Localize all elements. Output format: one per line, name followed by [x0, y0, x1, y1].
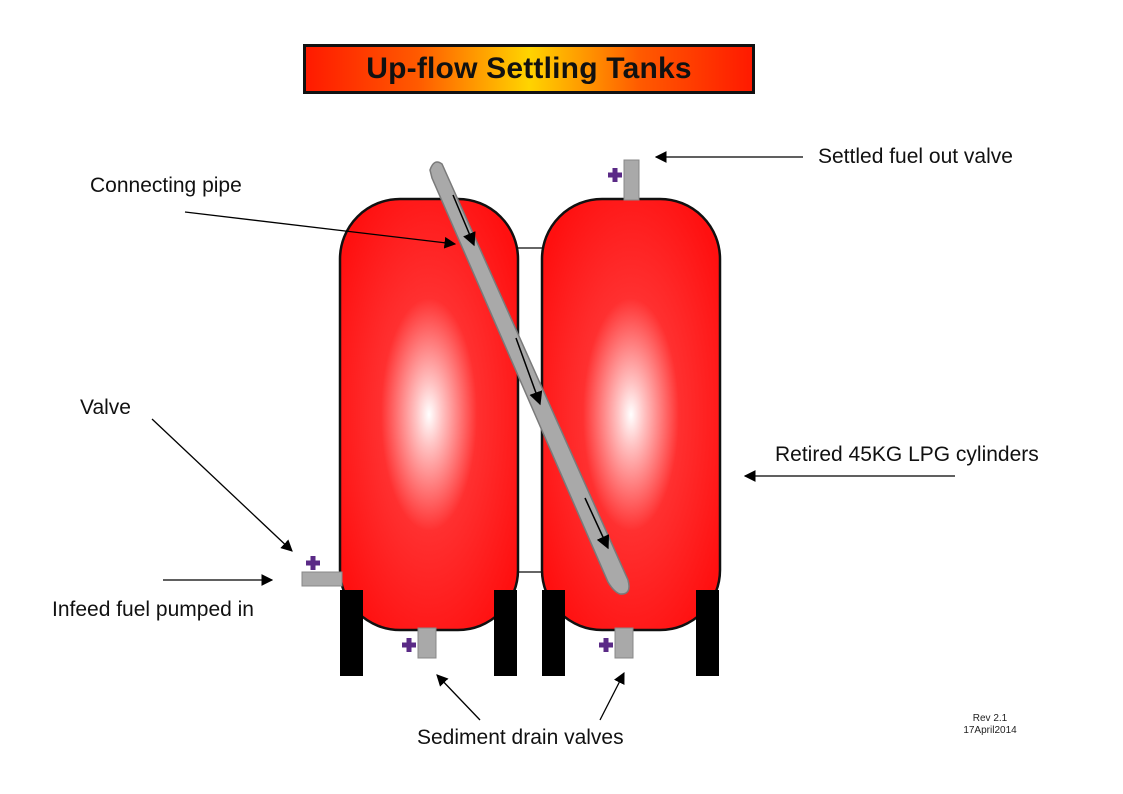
sediment-drain-valve-right — [614, 627, 634, 659]
label-valve: Valve — [80, 396, 131, 419]
right-tank-leg-right — [696, 590, 719, 676]
label-connecting-pipe: Connecting pipe — [90, 174, 242, 197]
sediment-drain-valve-left — [417, 627, 437, 659]
infeed-valve-handle-icon — [306, 556, 320, 570]
pipe-flow-arrow-3 — [584, 497, 610, 550]
label-sediment-drain-valves: Sediment drain valves — [417, 726, 624, 749]
left-tank-leg-right — [494, 590, 517, 676]
connecting-pipe — [429, 161, 630, 595]
label-settled-fuel-out-valve: Settled fuel out valve — [818, 145, 1013, 168]
sediment-arrow-left — [436, 674, 481, 721]
revision-number: Rev 2.1 — [972, 713, 1008, 724]
pipe-flow-arrow-2 — [515, 337, 543, 406]
settled-fuel-out-valve — [623, 159, 640, 201]
infeed-valve-pipe — [301, 571, 343, 587]
pipe-flow-arrow-1 — [452, 194, 476, 247]
valve-arrow — [151, 418, 293, 552]
right-tank — [540, 197, 722, 632]
left-tank — [338, 197, 520, 632]
settled-valve-handle-icon — [608, 168, 622, 182]
label-infeed-fuel: Infeed fuel pumped in — [52, 598, 254, 621]
left-tank-leg-left — [340, 590, 363, 676]
page-title: Up-flow Settling Tanks — [366, 52, 692, 85]
sediment-valve-right-handle-icon — [599, 638, 613, 652]
title-banner: Up-flow Settling Tanks — [303, 44, 755, 94]
label-retired-cylinders: Retired 45KG LPG cylinders — [775, 443, 1039, 466]
revision-note: Rev 2.1 17April2014 — [950, 713, 1030, 737]
revision-date: 17April2014 — [963, 725, 1017, 736]
sediment-valve-left-handle-icon — [402, 638, 416, 652]
right-tank-leg-left — [542, 590, 565, 676]
sediment-arrow-right — [599, 671, 625, 721]
connecting-pipe-arrow — [184, 211, 457, 249]
